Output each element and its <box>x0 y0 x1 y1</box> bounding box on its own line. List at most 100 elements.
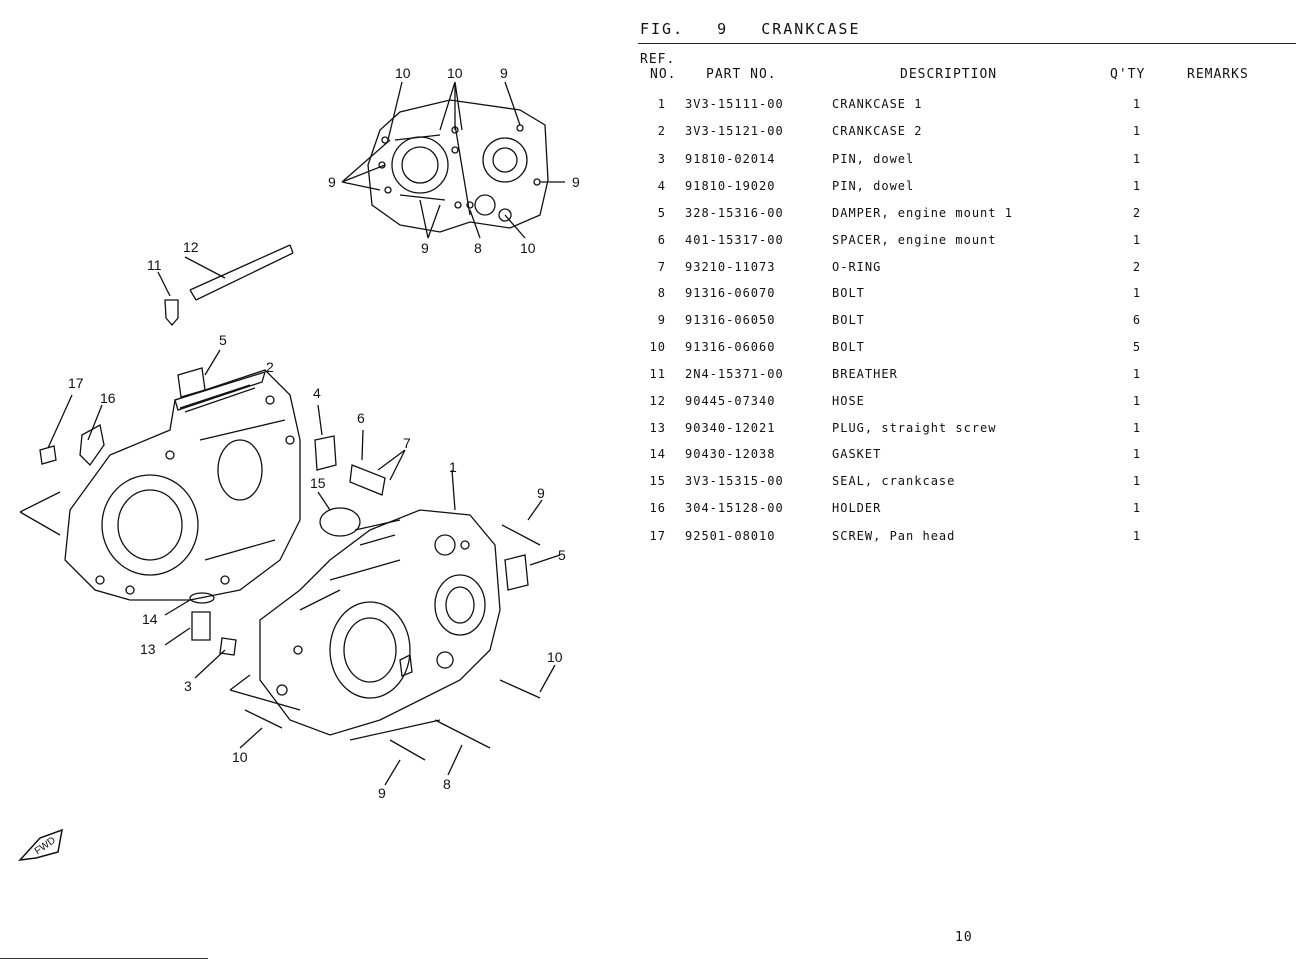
breather-part <box>164 299 179 326</box>
ref-no: 6 <box>657 233 666 247</box>
part-number: 92501-08010 <box>685 529 776 543</box>
ref-no: 15 <box>649 474 666 488</box>
ref-no: 5 <box>657 206 666 220</box>
callout-9: 9 <box>328 174 336 190</box>
ref-no: 8 <box>657 286 666 300</box>
table-row: 13 90340-12021 PLUG, straight screw 1 <box>640 421 1280 439</box>
description: DAMPER, engine mount 1 <box>832 206 1013 220</box>
table-row: 4 91810-19020 PIN, dowel 1 <box>640 179 1280 197</box>
table-row: 14 90430-12038 GASKET 1 <box>640 447 1280 465</box>
part-number: 90430-12038 <box>685 447 776 461</box>
ref-no: 10 <box>649 340 666 354</box>
callout-3: 3 <box>184 678 192 694</box>
callout-8: 8 <box>443 776 451 792</box>
hose-part <box>189 244 294 301</box>
part-number: 90340-12021 <box>685 421 776 435</box>
table-row: 1 3V3-15111-00 CRANKCASE 1 1 <box>640 97 1280 115</box>
description: O-RING <box>832 260 882 274</box>
description: CRANKCASE 2 <box>832 124 923 138</box>
description: SCREW, Pan head <box>832 529 956 543</box>
quantity: 1 <box>1132 474 1142 488</box>
quantity: 1 <box>1132 501 1142 515</box>
quantity: 1 <box>1132 233 1142 247</box>
quantity: 5 <box>1132 340 1142 354</box>
description: HOLDER <box>832 501 882 515</box>
part-number: 401-15317-00 <box>685 233 784 247</box>
ref-no: 7 <box>657 260 666 274</box>
callout-8: 8 <box>474 240 482 256</box>
dowel-pin-part <box>314 435 337 471</box>
table-row: 16 304-15128-00 HOLDER 1 <box>640 501 1280 519</box>
ref-no: 2 <box>657 124 666 138</box>
table-row: 3 91810-02014 PIN, dowel 1 <box>640 152 1280 170</box>
callout-10: 10 <box>520 240 536 256</box>
callout-12: 12 <box>183 239 199 255</box>
callout-10: 10 <box>547 649 563 665</box>
quantity: 1 <box>1132 124 1142 138</box>
description: BREATHER <box>832 367 898 381</box>
ref-no: 13 <box>649 421 666 435</box>
callout-10: 10 <box>232 749 248 765</box>
table-row: 6 401-15317-00 SPACER, engine mount 1 <box>640 233 1280 251</box>
callout-7: 7 <box>403 435 411 451</box>
page-number: 10 <box>955 930 973 945</box>
description: SEAL, crankcase <box>832 474 956 488</box>
qty-header: Q'TY <box>1110 67 1146 82</box>
description: BOLT <box>832 340 865 354</box>
bolt-part <box>501 524 541 546</box>
quantity: 6 <box>1132 313 1142 327</box>
part-number: 2N4-15371-00 <box>685 367 784 381</box>
ref-no: 9 <box>657 313 666 327</box>
spacer-part <box>349 464 386 496</box>
part-number: 328-15316-00 <box>685 206 784 220</box>
table-row: 7 93210-11073 O-RING 2 <box>640 260 1280 278</box>
forward-arrow-icon: FWD <box>18 828 63 861</box>
callout-1: 1 <box>449 459 457 475</box>
quantity: 1 <box>1132 447 1142 461</box>
figure-number: 9 <box>717 20 729 38</box>
quantity: 2 <box>1132 206 1142 220</box>
description: HOSE <box>832 394 865 408</box>
table-row: 11 2N4-15371-00 BREATHER 1 <box>640 367 1280 385</box>
ref-no: 3 <box>657 152 666 166</box>
part-number: 91316-06050 <box>685 313 776 327</box>
gasket-part <box>189 592 215 604</box>
ref-no: 1 <box>657 97 666 111</box>
quantity: 1 <box>1132 421 1142 435</box>
ref-no-header-line2: NO. <box>650 67 677 82</box>
table-row: 10 91316-06060 BOLT 5 <box>640 340 1280 358</box>
part-number: 304-15128-00 <box>685 501 784 515</box>
table-row: 9 91316-06050 BOLT 6 <box>640 313 1280 331</box>
quantity: 1 <box>1132 286 1142 300</box>
quantity: 1 <box>1132 367 1142 381</box>
quantity: 1 <box>1132 529 1142 543</box>
description: PLUG, straight screw <box>832 421 997 435</box>
callout-11: 11 <box>147 257 162 273</box>
part-number: 91316-06070 <box>685 286 776 300</box>
description: PIN, dowel <box>832 152 915 166</box>
ref-no: 17 <box>649 529 666 543</box>
part-number: 91810-19020 <box>685 179 776 193</box>
description: BOLT <box>832 286 865 300</box>
callout-10: 10 <box>447 65 463 81</box>
callout-14: 14 <box>142 611 158 627</box>
crankcase-drawing: FWD 10 10 9 9 9 9 8 10 12 11 5 2 17 16 4… <box>18 65 580 861</box>
callout-9: 9 <box>378 785 386 801</box>
callout-16: 16 <box>100 390 116 406</box>
seal-part <box>319 507 361 537</box>
part-number: 3V3-15121-00 <box>685 124 784 138</box>
quantity: 2 <box>1132 260 1142 274</box>
bottom-rule <box>0 958 208 959</box>
ref-no: 16 <box>649 501 666 515</box>
part-number: 3V3-15315-00 <box>685 474 784 488</box>
table-row: 12 90445-07340 HOSE 1 <box>640 394 1280 412</box>
ref-no: 11 <box>649 367 666 381</box>
part-no-header: PART NO. <box>706 67 777 82</box>
callout-10: 10 <box>395 65 411 81</box>
figure-name: CRANKCASE <box>761 20 861 38</box>
quantity: 1 <box>1132 97 1142 111</box>
holder-part <box>79 423 105 467</box>
description: GASKET <box>832 447 882 461</box>
part-number: 93210-11073 <box>685 260 776 274</box>
table-row: 17 92501-08010 SCREW, Pan head 1 <box>640 529 1280 547</box>
